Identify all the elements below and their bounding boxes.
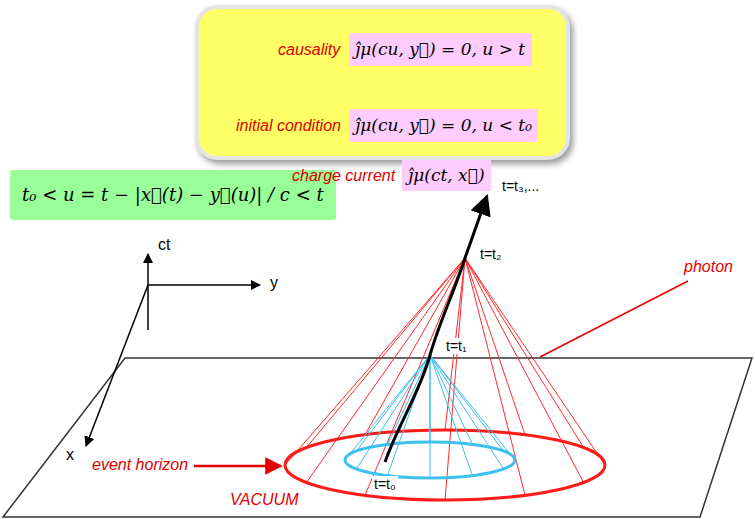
photon-line bbox=[430, 355, 504, 451]
photon-line bbox=[388, 355, 431, 444]
photon-leader bbox=[540, 281, 688, 357]
photon-line bbox=[365, 258, 465, 495]
axis-label: ct bbox=[156, 236, 172, 254]
formula-highlight: ĵμ(cu, y⃗) = 0, u > t bbox=[349, 33, 532, 66]
formula-text: ĵμ(ct, x⃗) bbox=[408, 165, 485, 185]
axis-label: y bbox=[268, 274, 280, 292]
light-cone-ellipse bbox=[345, 442, 515, 478]
condition-name: initial condition bbox=[236, 116, 341, 135]
photon-line bbox=[430, 355, 504, 469]
event-horizon-label: event horizon bbox=[90, 456, 190, 474]
photon-cone-t2 bbox=[285, 258, 605, 500]
formula-text: ĵμ(cu, y⃗) = 0, u > t bbox=[355, 39, 525, 59]
formula-text: ĵμ(cu, y⃗) = 0, u < t₀ bbox=[355, 115, 532, 135]
photon-line bbox=[465, 258, 584, 483]
formula-text: t₀ < u = t − |x⃗(t) − y⃗(u)| / c < t bbox=[22, 184, 324, 206]
axis-label: x bbox=[64, 446, 76, 464]
photon-line bbox=[465, 258, 525, 435]
time-label: t=t₃,... bbox=[500, 178, 541, 194]
time-label: t=t₁ bbox=[444, 338, 469, 354]
time-label: t=t₂ bbox=[478, 246, 503, 262]
photon-cone-t1 bbox=[345, 355, 515, 478]
world-line bbox=[385, 196, 487, 462]
y-axis bbox=[148, 284, 260, 286]
photon-line bbox=[356, 355, 430, 469]
event-horizon-arrow bbox=[194, 465, 281, 468]
photon-line bbox=[465, 258, 584, 448]
current-name: charge current bbox=[292, 166, 395, 185]
photon-line bbox=[430, 355, 473, 476]
condition-name: causality bbox=[278, 40, 340, 59]
retarded-time-box: t₀ < u = t − |x⃗(t) − y⃗(u)| / c < t bbox=[10, 170, 336, 220]
photon-line bbox=[430, 355, 431, 478]
photon-line bbox=[430, 355, 431, 442]
photon-label: photon bbox=[682, 258, 735, 276]
event-horizon-ellipse bbox=[285, 430, 605, 500]
photon-line bbox=[306, 258, 465, 448]
photon-line bbox=[356, 355, 430, 451]
time-label: t=t₀ bbox=[372, 476, 398, 492]
photon-line bbox=[430, 355, 473, 444]
ct-axis bbox=[147, 254, 149, 330]
formula-highlight: ĵμ(cu, y⃗) = 0, u < t₀ bbox=[349, 109, 538, 142]
current-highlight: charge currentĵμ(ct, x⃗) bbox=[402, 160, 491, 191]
photon-line bbox=[465, 258, 605, 465]
condition-panel: causality initial condition ĵμ(cu, y⃗) = 0… bbox=[195, 5, 570, 160]
vacuum-label: VACUUM bbox=[228, 491, 300, 509]
x-axis bbox=[86, 285, 148, 446]
